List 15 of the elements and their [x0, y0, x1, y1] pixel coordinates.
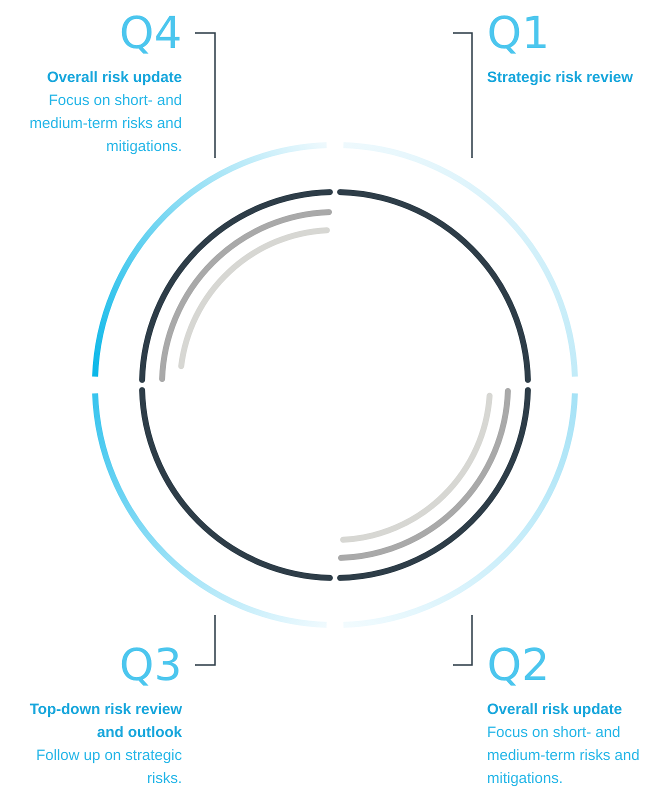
quarter-label: Q2: [487, 646, 551, 686]
heading-text: Overall risk update: [46, 68, 182, 88]
body-text: Focus on short- and medium-term risks and mitigations.: [28, 91, 182, 157]
quarter-label: Q1: [487, 14, 551, 54]
leader-line: [195, 32, 216, 158]
quarter-label: Q4: [118, 14, 182, 54]
leader-line: [453, 615, 473, 666]
body-text: Follow up on strategic risks.: [35, 746, 182, 789]
leader-line: [453, 32, 473, 158]
body-text: Focus on short- and medium-term risks and mitigations.: [487, 723, 641, 789]
leader-line: [195, 615, 216, 666]
heading-text: Overall risk update: [487, 700, 624, 720]
heading-text: Top-down risk review and outlook: [28, 700, 182, 743]
quarter-label: Q3: [118, 646, 182, 686]
heading-text: Strategic risk review: [487, 68, 634, 88]
